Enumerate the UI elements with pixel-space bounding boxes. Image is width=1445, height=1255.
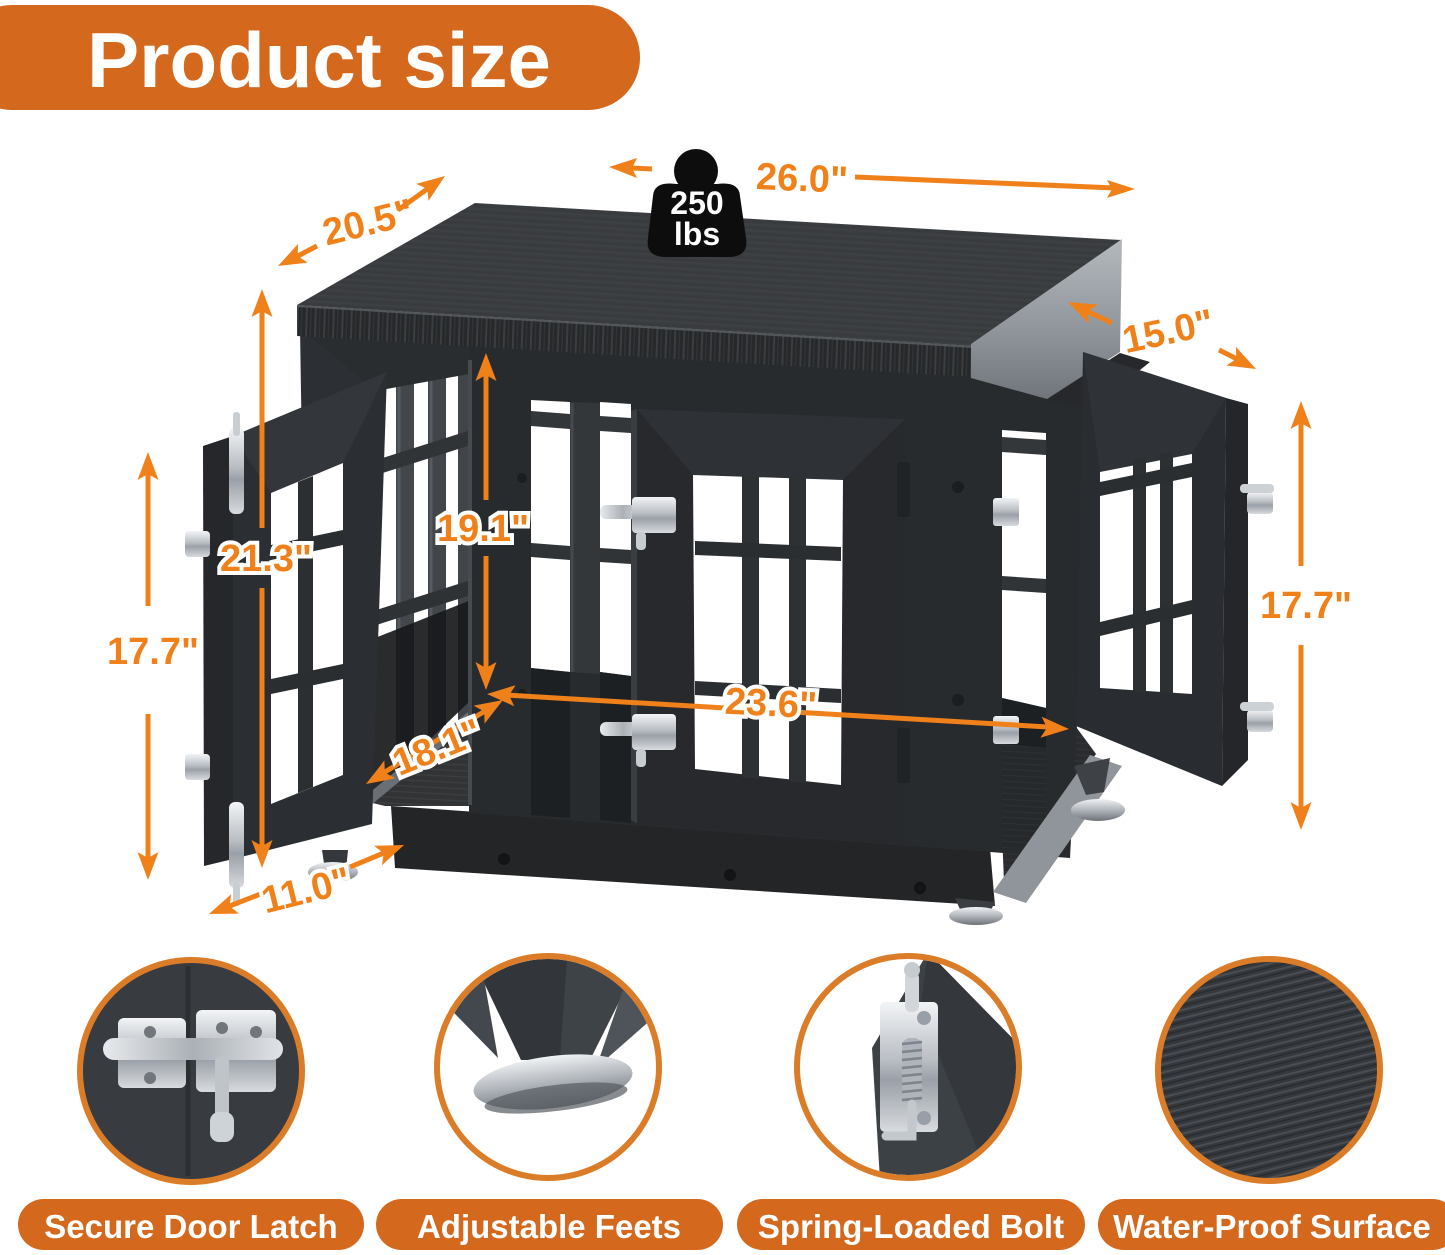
svg-text:17.7": 17.7" — [1260, 585, 1352, 627]
svg-text:Adjustable Feets: Adjustable Feets — [417, 1208, 681, 1245]
svg-text:21.3": 21.3" — [220, 538, 312, 580]
svg-text:250: 250 — [670, 185, 723, 221]
svg-text:23.6": 23.6" — [724, 681, 818, 728]
svg-text:15.0": 15.0" — [1119, 302, 1218, 362]
svg-text:Water-Proof Surface: Water-Proof Surface — [1113, 1208, 1431, 1245]
svg-text:17.7": 17.7" — [107, 631, 199, 673]
svg-text:11.0": 11.0" — [258, 860, 355, 922]
svg-text:Secure Door Latch: Secure Door Latch — [44, 1208, 337, 1245]
svg-text:Spring-Loaded Bolt: Spring-Loaded Bolt — [758, 1208, 1064, 1245]
svg-text:Product size: Product size — [87, 16, 551, 104]
svg-text:19.1": 19.1" — [437, 508, 529, 550]
svg-text:26.0": 26.0" — [755, 156, 849, 202]
svg-text:lbs: lbs — [674, 216, 720, 252]
